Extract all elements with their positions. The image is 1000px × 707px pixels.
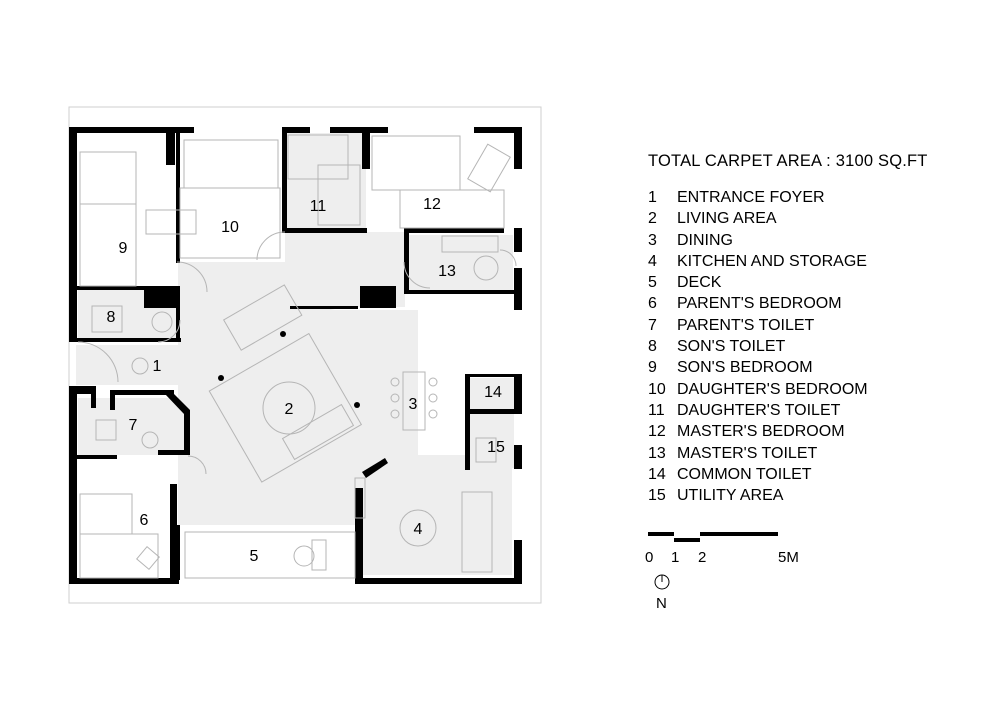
legend-item: 9 SON'S BEDROOM <box>648 357 868 378</box>
room-label-12: 12 <box>423 196 441 213</box>
legend-item-label: UTILITY AREA <box>677 487 784 505</box>
legend-item-number: 11 <box>648 401 665 419</box>
room-label-15: 15 <box>487 439 505 456</box>
legend-item-label: MASTER'S BEDROOM <box>677 423 845 441</box>
scale-tick-1: 1 <box>671 549 679 566</box>
legend-item-number: 15 <box>648 487 666 505</box>
room-label-13: 13 <box>438 263 456 280</box>
legend-item: 11 DAUGHTER'S TOILET <box>648 400 868 421</box>
legend-item-label: KITCHEN AND STORAGE <box>677 252 867 270</box>
legend-item-label: SON'S TOILET <box>677 338 786 356</box>
legend-item-label: COMMON TOILET <box>677 465 812 483</box>
legend-item-number: 12 <box>648 423 666 441</box>
legend-item-number: 6 <box>648 295 657 313</box>
legend-item-number: 2 <box>648 210 657 228</box>
legend-item: 6 PARENT'S BEDROOM <box>648 293 868 314</box>
room-label-1: 1 <box>153 358 162 375</box>
scale-tick-0: 0 <box>645 549 653 566</box>
legend-item-label: MASTER'S TOILET <box>677 444 818 462</box>
room-label-4: 4 <box>414 521 423 538</box>
legend-item-label: DINING <box>677 231 733 249</box>
shaded-floor <box>76 133 514 575</box>
legend-item: 10 DAUGHTER'S BEDROOM <box>648 379 868 400</box>
legend-list: 1 ENTRANCE FOYER 2 LIVING AREA 3 DINING 4 KI… <box>648 187 868 506</box>
legend-item: 4 KITCHEN AND STORAGE <box>648 251 868 272</box>
north-label: N <box>656 595 667 612</box>
legend-item: 7 PARENT'S TOILET <box>648 315 868 336</box>
legend-item: 2 LIVING AREA <box>648 208 868 229</box>
legend-item-label: ENTRANCE FOYER <box>677 189 825 206</box>
legend-item-number: 9 <box>648 359 657 377</box>
legend-item: 13 MASTER'S TOILET <box>648 443 868 464</box>
legend-item-label: SON'S BEDROOM <box>677 359 813 377</box>
room-label-14: 14 <box>484 384 502 401</box>
floor-plan: 1 2 3 4 5 6 7 8 9 10 11 12 13 14 15 <box>68 106 542 604</box>
legend-item-label: DAUGHTER'S TOILET <box>677 401 841 419</box>
room-label-2: 2 <box>285 401 294 418</box>
legend-item-number: 1 <box>648 189 657 206</box>
room-label-9: 9 <box>119 240 128 257</box>
legend-item-number: 13 <box>648 444 666 462</box>
legend-item-label: LIVING AREA <box>677 210 777 228</box>
legend-item-label: PARENT'S TOILET <box>677 316 815 334</box>
room-label-8: 8 <box>107 309 116 326</box>
legend-item-number: 5 <box>648 274 657 292</box>
scale-bar: 0 1 2 5M N <box>645 532 799 612</box>
legend-item-number: 3 <box>648 231 657 249</box>
legend-item: 3 DINING <box>648 230 868 251</box>
room-label-11: 11 <box>310 198 327 215</box>
legend-item-number: 4 <box>648 252 657 270</box>
scale-tick-5m: 5M <box>778 549 799 566</box>
room-label-3: 3 <box>409 396 418 413</box>
walls <box>69 127 522 584</box>
legend-item: 5 DECK <box>648 272 868 293</box>
room-label-5: 5 <box>250 548 259 565</box>
room-labels: 1 2 3 4 5 6 7 8 9 10 11 12 13 14 15 <box>107 196 505 565</box>
legend-item-number: 8 <box>648 338 657 356</box>
legend-item-number: 14 <box>648 465 666 483</box>
legend-item: 15 UTILITY AREA <box>648 485 868 506</box>
legend-item: 8 SON'S TOILET <box>648 336 868 357</box>
legend-item: 1 ENTRANCE FOYER <box>648 187 868 208</box>
site-boundary <box>68 106 542 604</box>
room-label-7: 7 <box>129 417 138 434</box>
legend-item: 14 COMMON TOILET <box>648 464 868 485</box>
legend-item-number: 10 <box>648 380 666 398</box>
room-label-6: 6 <box>140 512 149 529</box>
scale-bar-segments <box>648 532 778 542</box>
scale-tick-2: 2 <box>698 549 706 566</box>
legend-title: TOTAL CARPET AREA : 3100 SQ.FT <box>648 152 928 170</box>
legend-item-label: DAUGHTER'S BEDROOM <box>677 380 868 398</box>
legend-item-number: 7 <box>648 316 657 334</box>
room-label-10: 10 <box>221 219 239 236</box>
legend-item-label: DECK <box>677 274 722 292</box>
legend-item-label: PARENT'S BEDROOM <box>677 295 842 313</box>
furniture <box>77 134 517 579</box>
legend-item: 12 MASTER'S BEDROOM <box>648 421 868 442</box>
